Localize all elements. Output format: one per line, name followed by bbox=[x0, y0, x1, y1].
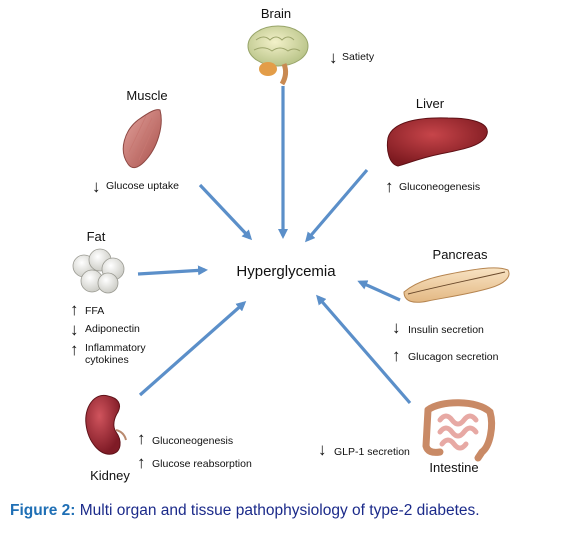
pancreas-effect-text-0: Insulin secretion bbox=[408, 324, 484, 336]
liver-group: Liver ↑ Gluconeogenesis bbox=[385, 96, 488, 196]
brain-effect-text-0: Satiety bbox=[342, 51, 375, 63]
fat-effect-arrow-0: ↑ bbox=[70, 300, 79, 319]
fat-effect-text-2b: cytokines bbox=[85, 354, 129, 366]
kidney-icon bbox=[85, 394, 127, 455]
intestine-label: Intestine bbox=[429, 460, 478, 475]
arrow-kidney bbox=[138, 301, 247, 397]
pancreas-effect-arrow-0: ↓ bbox=[392, 318, 401, 337]
intestine-group: ↓ GLP-1 secretion Intestine bbox=[318, 399, 496, 475]
caption-label: Figure 2: bbox=[10, 502, 76, 519]
arrow-intestine bbox=[316, 294, 412, 405]
kidney-effect-text-0: Gluconeogenesis bbox=[152, 435, 233, 447]
pancreas-icon bbox=[403, 267, 510, 303]
muscle-effect-arrow-0: ↓ bbox=[92, 177, 101, 196]
kidney-label: Kidney bbox=[90, 468, 130, 483]
muscle-icon bbox=[122, 109, 162, 169]
caption-text: Multi organ and tissue pathophysiology o… bbox=[79, 502, 480, 519]
kidney-effect-text-1: Glucose reabsorption bbox=[152, 458, 252, 470]
brain-label: Brain bbox=[261, 6, 291, 21]
muscle-group: Muscle ↓ Glucose uptake bbox=[92, 88, 179, 196]
brain-icon bbox=[247, 25, 309, 86]
liver-effect-arrow-0: ↑ bbox=[385, 177, 394, 196]
pancreas-effect-arrow-1: ↑ bbox=[392, 346, 401, 365]
muscle-effect-text-0: Glucose uptake bbox=[106, 180, 179, 192]
intestine-effect-text-0: GLP-1 secretion bbox=[334, 446, 410, 458]
fat-label: Fat bbox=[87, 229, 106, 244]
fat-effect-text-0: FFA bbox=[85, 305, 104, 317]
fat-effect-text-2: Inflammatory bbox=[85, 342, 146, 354]
fat-effect-arrow-1: ↓ bbox=[70, 320, 79, 339]
flow-arrows bbox=[137, 86, 412, 405]
arrow-liver bbox=[305, 168, 369, 243]
liver-icon bbox=[386, 117, 488, 167]
brain-effect-arrow-0: ↓ bbox=[329, 48, 338, 67]
muscle-label: Muscle bbox=[126, 88, 167, 103]
intestine-effect-arrow-0: ↓ bbox=[318, 440, 327, 459]
fat-effect-arrow-2: ↑ bbox=[70, 340, 79, 359]
liver-effect-text-0: Gluconeogenesis bbox=[399, 181, 480, 193]
pancreas-label: Pancreas bbox=[433, 247, 488, 262]
arrow-fat bbox=[137, 265, 208, 276]
pancreas-group: Pancreas ↓ Insulin secretion ↑ Glucagon … bbox=[392, 247, 510, 365]
liver-label: Liver bbox=[416, 96, 445, 111]
kidney-effect-arrow-0: ↑ bbox=[137, 429, 146, 448]
fat-effect-text-1: Adiponectin bbox=[85, 323, 140, 335]
fat-cells-icon bbox=[72, 248, 125, 294]
center-label: Hyperglycemia bbox=[236, 263, 336, 280]
arrow-pancreas bbox=[357, 280, 401, 302]
intestine-icon bbox=[422, 399, 496, 462]
fat-group: Fat ↑ FFA ↓ Adiponectin ↑ Inflammatory c… bbox=[70, 229, 146, 366]
kidney-effect-arrow-1: ↑ bbox=[137, 453, 146, 472]
arrow-muscle bbox=[198, 183, 253, 241]
pathophysiology-diagram: Hyperglycemia Brain ↓ Satiety Muscle ↓ G… bbox=[70, 6, 510, 483]
kidney-group: Kidney ↑ Gluconeogenesis ↑ Glucose reabs… bbox=[85, 394, 252, 483]
brain-group: Brain ↓ Satiety bbox=[247, 6, 375, 86]
pancreas-effect-text-1: Glucagon secretion bbox=[408, 351, 499, 363]
figure-caption: Figure 2: Multi organ and tissue pathoph… bbox=[10, 500, 555, 522]
